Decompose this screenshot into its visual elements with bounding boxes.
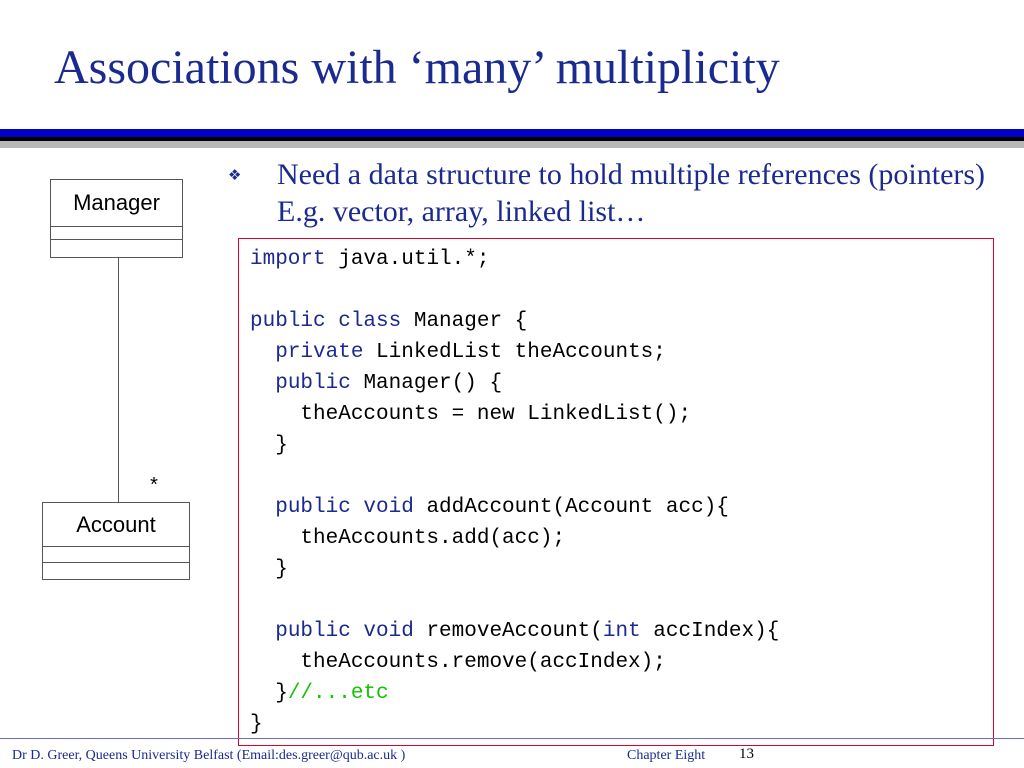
code-line: private LinkedList theAccounts; <box>250 341 666 364</box>
code-text <box>250 341 275 364</box>
code-text: theAccounts.add(acc); <box>250 527 566 550</box>
code-text <box>250 620 275 643</box>
code-line: public void removeAccount(int accIndex){ <box>250 620 779 643</box>
code-line: } <box>250 434 288 457</box>
bullet-text: Need a data structure to hold multiple r… <box>277 158 986 228</box>
code-keyword: public class <box>250 310 402 333</box>
code-text: addAccount(Account acc){ <box>413 496 729 519</box>
title-rule <box>0 129 1024 137</box>
footer-chapter: Chapter Eight <box>627 748 706 763</box>
code-text <box>250 496 275 519</box>
code-line: public class Manager { <box>250 310 527 333</box>
code-line: theAccounts.remove(accIndex); <box>250 651 666 674</box>
page-number: 13 <box>739 746 754 762</box>
uml-attributes-compartment <box>43 547 189 563</box>
code-line: } <box>250 558 288 581</box>
code-text: Manager() { <box>350 372 503 395</box>
code-keyword: public <box>275 372 351 395</box>
code-text: removeAccount( <box>413 620 603 643</box>
uml-class-name: Account <box>43 503 189 547</box>
association-line <box>118 258 119 502</box>
uml-class-account: Account <box>42 502 190 580</box>
code-text: theAccounts.remove(accIndex); <box>250 651 666 674</box>
code-keyword: int <box>602 620 641 643</box>
code-text: accIndex){ <box>640 620 780 643</box>
title-rule-dark <box>0 137 1024 141</box>
footer-author: Dr D. Greer, Queens University Belfast (… <box>12 748 406 763</box>
code-keyword: private <box>275 341 364 364</box>
uml-class-manager: Manager <box>50 179 183 258</box>
diamond-bullet-icon: ❖ <box>228 166 242 184</box>
code-text: java.util.*; <box>325 248 490 271</box>
uml-operations-compartment <box>43 563 189 579</box>
code-line: public void addAccount(Account acc){ <box>250 496 729 519</box>
code-listing: import java.util.*; public class Manager… <box>250 244 779 740</box>
code-comment: //...etc <box>287 682 389 705</box>
uml-attributes-compartment <box>51 227 182 240</box>
code-text: } <box>250 682 288 705</box>
code-line: theAccounts = new LinkedList(); <box>250 403 691 426</box>
code-text: LinkedList theAccounts; <box>363 341 666 364</box>
slide-title: Associations with ‘many’ multiplicity <box>54 41 780 94</box>
code-line: } <box>250 713 263 736</box>
code-line: import java.util.*; <box>250 248 489 271</box>
code-text: } <box>250 713 263 736</box>
code-keyword: import <box>250 248 326 271</box>
code-text: theAccounts = new LinkedList(); <box>250 403 692 426</box>
code-text: } <box>250 558 288 581</box>
code-line: theAccounts.add(acc); <box>250 527 565 550</box>
code-line: }//...etc <box>250 682 389 705</box>
uml-class-name: Manager <box>51 180 182 227</box>
code-keyword: public void <box>275 620 414 643</box>
uml-operations-compartment <box>51 240 182 257</box>
code-keyword: public void <box>275 496 414 519</box>
footer-rule <box>0 738 1024 739</box>
multiplicity-label: * <box>148 476 161 499</box>
code-line: public Manager() { <box>250 372 502 395</box>
code-box <box>238 238 994 746</box>
code-text <box>250 372 275 395</box>
code-text: Manager { <box>401 310 528 333</box>
code-text: } <box>250 434 288 457</box>
